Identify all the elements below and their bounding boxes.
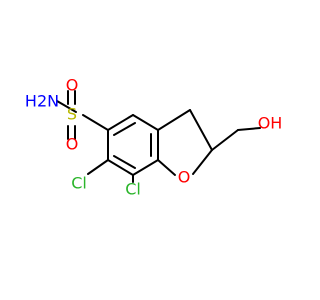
bond-c3-c2 bbox=[189, 109, 213, 151]
bond-s-n bbox=[56, 100, 77, 113]
bond-c4-c5-inner bbox=[113, 122, 136, 136]
chlorine-7-label: Cl bbox=[125, 180, 141, 199]
bond-c6-c7-inner bbox=[113, 155, 136, 169]
sulfonyl-oxygen-bottom-label: O bbox=[66, 135, 79, 154]
chemical-structure: H2N S O O O OH Cl Cl bbox=[25, 76, 283, 199]
chlorine-6-label: Cl bbox=[71, 174, 87, 193]
hydroxyl-label: OH bbox=[258, 114, 283, 133]
sulfur-label: S bbox=[67, 105, 77, 124]
bond-c4-c5 bbox=[107, 114, 134, 131]
ring-oxygen-label: O bbox=[178, 168, 191, 187]
sulfonamide-nitrogen-label: H2N bbox=[25, 92, 59, 111]
bond-c2-ch2 bbox=[211, 129, 239, 151]
bond-c6-cl bbox=[87, 159, 109, 175]
bond-c3a-c4 bbox=[132, 114, 159, 131]
bond-o1-c7a bbox=[157, 159, 176, 176]
bond-c7-c7a bbox=[132, 159, 159, 176]
sulfonyl-oxygen-top-label: O bbox=[66, 76, 79, 95]
bond-ch2-oh bbox=[237, 127, 261, 131]
bond-c2-o1 bbox=[192, 149, 213, 175]
bond-c5-s bbox=[82, 114, 109, 131]
bond-c6-c7 bbox=[107, 159, 134, 176]
bond-c3a-c3 bbox=[157, 109, 191, 131]
